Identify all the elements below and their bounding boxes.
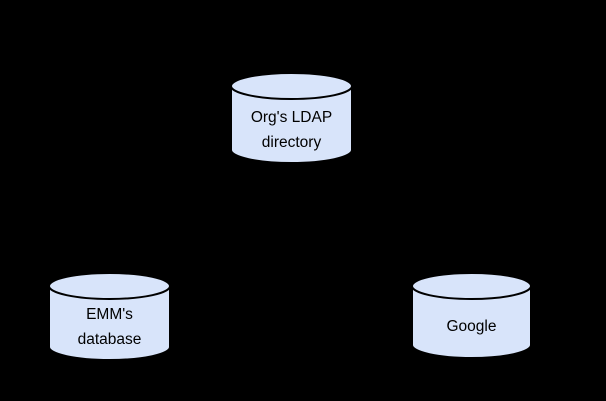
node-emm-database: EMM's database	[48, 272, 171, 361]
node-label-line: EMM's	[86, 306, 133, 323]
database-cylinder-top	[48, 272, 171, 300]
database-cylinder-outline	[230, 86, 353, 164]
node-label-line: Org's LDAP	[251, 109, 332, 126]
database-cylinder-top	[230, 72, 353, 100]
node-label-line: directory	[262, 134, 322, 151]
database-cylinder-outline	[411, 286, 532, 359]
node-google: Google	[411, 272, 532, 359]
database-cylinder-body	[412, 286, 531, 358]
database-cylinder-outline	[48, 286, 171, 361]
database-cylinder-body	[231, 86, 352, 163]
node-label-line: Google	[447, 318, 497, 335]
database-cylinder-top	[411, 272, 532, 300]
node-ldap-directory: Org's LDAP directory	[230, 72, 353, 164]
database-cylinder-body	[49, 286, 170, 360]
node-label-line: database	[78, 331, 142, 348]
